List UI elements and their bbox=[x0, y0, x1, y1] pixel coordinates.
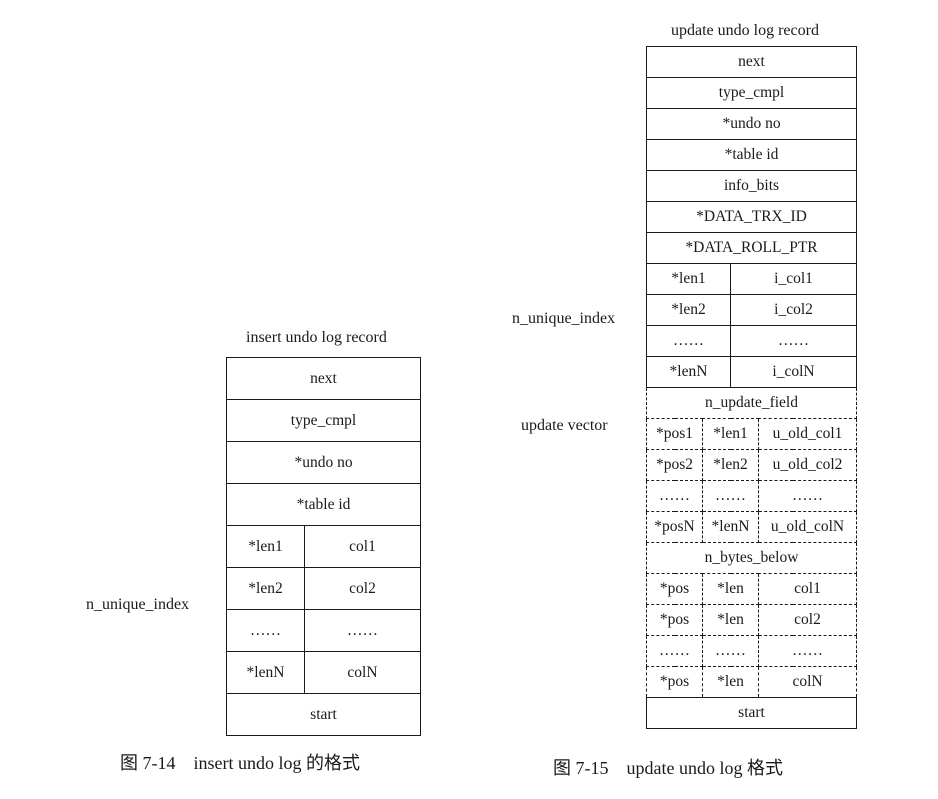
update-ellipsis-col: …… bbox=[729, 325, 858, 357]
insert-field-start: start bbox=[226, 693, 421, 736]
insert-field-type-cmpl: type_cmpl bbox=[226, 399, 421, 442]
update-below-len-2: *len bbox=[702, 604, 759, 636]
insert-ellipsis-col: …… bbox=[304, 609, 421, 652]
update-below-pos-1: *pos bbox=[646, 573, 703, 605]
update-below-col1: col1 bbox=[757, 573, 858, 605]
update-below-colN: colN bbox=[757, 666, 858, 698]
update-field-data-trx-id: *DATA_TRX_ID bbox=[645, 201, 858, 233]
insert-field-undo-no: *undo no bbox=[226, 441, 421, 484]
update-vector-posN: *posN bbox=[646, 511, 703, 543]
update-vector-ellipsis-col: …… bbox=[757, 480, 858, 512]
insert-record-table: next type_cmpl *undo no *table id *len1 … bbox=[226, 357, 421, 736]
update-record-table: next type_cmpl *undo no *table id info_b… bbox=[645, 46, 858, 729]
update-i-colN: i_colN bbox=[729, 356, 858, 388]
insert-field-table-id: *table id bbox=[226, 483, 421, 526]
update-i-col1: i_col1 bbox=[729, 263, 858, 295]
insert-colN: colN bbox=[304, 651, 421, 694]
update-field-info-bits: info_bits bbox=[645, 170, 858, 202]
update-vector-pos2: *pos2 bbox=[646, 449, 703, 481]
update-vector-ellipsis-pos: …… bbox=[646, 480, 703, 512]
insert-col1: col1 bbox=[304, 525, 421, 568]
insert-len1: *len1 bbox=[226, 525, 305, 568]
update-field-n-update-field: n_update_field bbox=[645, 387, 858, 419]
update-field-undo-no: *undo no bbox=[645, 108, 858, 140]
update-len2: *len2 bbox=[646, 294, 731, 326]
update-lenN: *lenN bbox=[646, 356, 731, 388]
insert-record-title: insert undo log record bbox=[246, 329, 387, 346]
insert-col2: col2 bbox=[304, 567, 421, 610]
update-vector-u-old-colN: u_old_colN bbox=[757, 511, 858, 543]
update-caption: 图 7-15 update undo log 格式 bbox=[553, 758, 783, 778]
insert-caption: 图 7-14 insert undo log 的格式 bbox=[120, 753, 360, 773]
update-field-data-roll-ptr: *DATA_ROLL_PTR bbox=[645, 232, 858, 264]
update-i-col2: i_col2 bbox=[729, 294, 858, 326]
update-below-pos-N: *pos bbox=[646, 666, 703, 698]
insert-field-next: next bbox=[226, 357, 421, 400]
insert-side-label: n_unique_index bbox=[86, 596, 190, 613]
update-side-label-index: n_unique_index bbox=[512, 310, 616, 327]
insert-len2: *len2 bbox=[226, 567, 305, 610]
update-ellipsis-len: …… bbox=[646, 325, 731, 357]
update-field-next: next bbox=[645, 46, 858, 78]
update-vector-ellipsis-len: …… bbox=[702, 480, 759, 512]
update-vector-len2: *len2 bbox=[702, 449, 759, 481]
update-side-label-vector: update vector bbox=[521, 417, 608, 434]
update-vector-u-old-col2: u_old_col2 bbox=[757, 449, 858, 481]
update-below-pos-2: *pos bbox=[646, 604, 703, 636]
update-below-len-N: *len bbox=[702, 666, 759, 698]
update-vector-u-old-col1: u_old_col1 bbox=[757, 418, 858, 450]
update-field-start: start bbox=[645, 697, 858, 729]
insert-lenN: *lenN bbox=[226, 651, 305, 694]
update-below-len-1: *len bbox=[702, 573, 759, 605]
insert-ellipsis-len: …… bbox=[226, 609, 305, 652]
update-below-col2: col2 bbox=[757, 604, 858, 636]
update-len1: *len1 bbox=[646, 263, 731, 295]
update-below-ellipsis-col: …… bbox=[757, 635, 858, 667]
update-below-ellipsis-len: …… bbox=[702, 635, 759, 667]
update-vector-len1: *len1 bbox=[702, 418, 759, 450]
update-vector-lenN: *lenN bbox=[702, 511, 759, 543]
update-field-table-id: *table id bbox=[645, 139, 858, 171]
update-record-title: update undo log record bbox=[671, 22, 819, 39]
update-field-n-bytes-below: n_bytes_below bbox=[645, 542, 858, 574]
update-field-type-cmpl: type_cmpl bbox=[645, 77, 858, 109]
update-vector-pos1: *pos1 bbox=[646, 418, 703, 450]
update-below-ellipsis-pos: …… bbox=[646, 635, 703, 667]
